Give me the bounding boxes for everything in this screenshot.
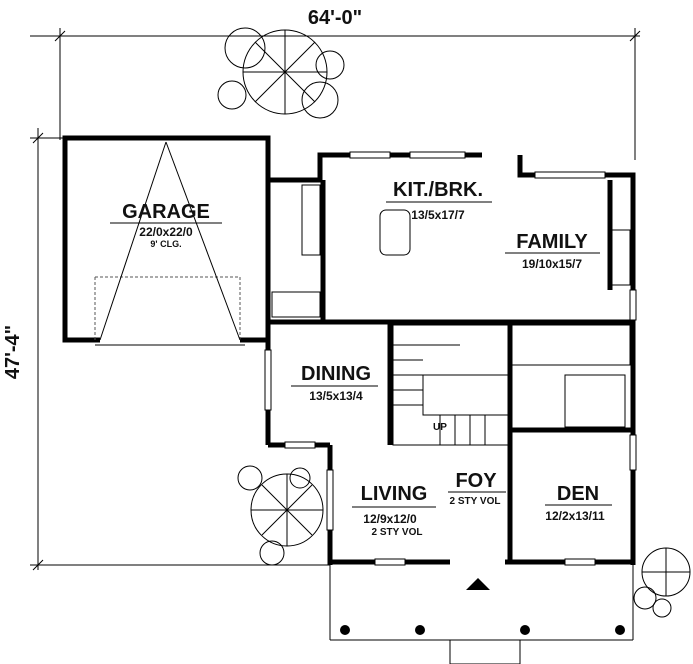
tree-icon (237, 465, 324, 566)
stairs-label: UP (433, 422, 447, 433)
room-den: DEN 12/2x13/11 (545, 483, 612, 523)
porch (329, 565, 634, 664)
tree-icon (217, 27, 345, 119)
room-kitchen: KIT./BRK. 13/5x17/7 (386, 179, 492, 222)
svg-text:22/0x22/0: 22/0x22/0 (139, 225, 193, 239)
svg-text:2 STY VOL: 2 STY VOL (450, 496, 501, 507)
svg-text:FAMILY: FAMILY (516, 231, 588, 253)
tree-icon (633, 547, 691, 618)
svg-text:2 STY VOL: 2 STY VOL (372, 527, 423, 538)
windows (264, 151, 637, 566)
width-dimension: 64'-0" (308, 7, 362, 29)
garage-walls (62, 135, 271, 346)
depth-dimension: 47'-4" (2, 325, 24, 379)
kitchen-fixtures (271, 184, 631, 318)
svg-text:13/5x17/7: 13/5x17/7 (411, 208, 465, 222)
svg-text:12/2x13/11: 12/2x13/11 (545, 509, 605, 523)
svg-text:LIVING: LIVING (361, 483, 428, 505)
room-garage: GARAGE 22/0x22/0 9' CLG. (110, 201, 222, 249)
svg-text:KIT./BRK.: KIT./BRK. (393, 179, 483, 201)
svg-text:DINING: DINING (301, 363, 371, 385)
room-foyer: FOY 2 STY VOL (448, 470, 506, 507)
room-living: LIVING 12/9x12/0 2 STY VOL (352, 483, 436, 538)
svg-text:12/9x12/0: 12/9x12/0 (363, 512, 417, 526)
svg-text:GARAGE: GARAGE (122, 201, 210, 223)
svg-text:19/10x15/7: 19/10x15/7 (522, 257, 582, 271)
svg-text:9' CLG.: 9' CLG. (150, 239, 181, 249)
svg-text:DEN: DEN (557, 483, 599, 505)
room-dining: DINING 13/5x13/4 (291, 363, 378, 403)
width-dimension-line (30, 28, 641, 160)
svg-text:13/5x13/4: 13/5x13/4 (309, 389, 363, 403)
room-family: FAMILY 19/10x15/7 (505, 231, 600, 271)
svg-text:FOY: FOY (455, 470, 497, 492)
stairs (392, 324, 509, 446)
depth-dimension-line (30, 128, 330, 571)
